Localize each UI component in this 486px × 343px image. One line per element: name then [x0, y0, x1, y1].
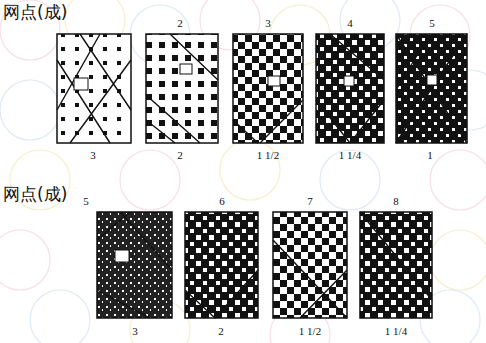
dot-value: 3 — [265, 18, 271, 29]
dot-value: 5 — [429, 18, 435, 29]
dot-value: 1 1/4 — [385, 326, 407, 337]
dot-value: 4 — [347, 18, 353, 29]
dot-value: 2 — [177, 150, 183, 161]
row-title: 网点(成) — [3, 186, 67, 203]
dot-value: 8 — [393, 196, 399, 207]
dot-value: 6 — [219, 196, 225, 207]
dot-value: 3 — [132, 326, 138, 337]
dot-value: 1 — [427, 150, 433, 161]
dot-value: 3 — [90, 150, 96, 161]
dot-value: 7 — [307, 196, 313, 207]
dot-value: 1 1/4 — [339, 150, 361, 161]
dot-value: 5 — [83, 196, 89, 207]
dot-value: 2 — [177, 18, 183, 29]
dot-value: 2 — [218, 326, 224, 337]
row-title: 网点(成) — [3, 4, 67, 21]
dot-value: 1 1/2 — [299, 326, 321, 337]
dot-value: 1 1/2 — [257, 150, 279, 161]
